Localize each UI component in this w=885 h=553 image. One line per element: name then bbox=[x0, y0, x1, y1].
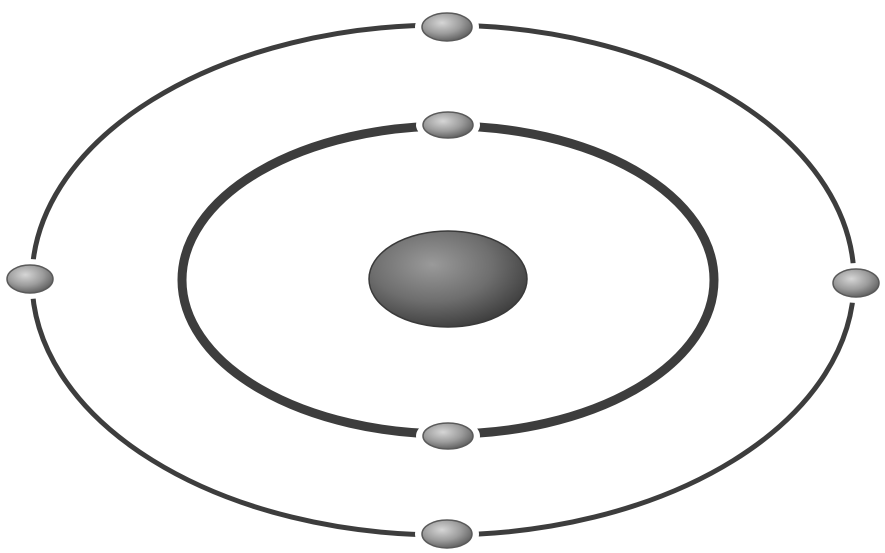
outer-shell-electron-left bbox=[0, 259, 60, 299]
inner-shell-electron-bottom bbox=[416, 418, 480, 454]
outer-shell-electron-right bbox=[826, 263, 885, 303]
outer-shell-electron-bottom bbox=[415, 515, 479, 553]
outer-shell-electron-top bbox=[415, 8, 479, 46]
inner-shell-electron-top bbox=[416, 107, 480, 143]
nucleus bbox=[369, 231, 527, 327]
